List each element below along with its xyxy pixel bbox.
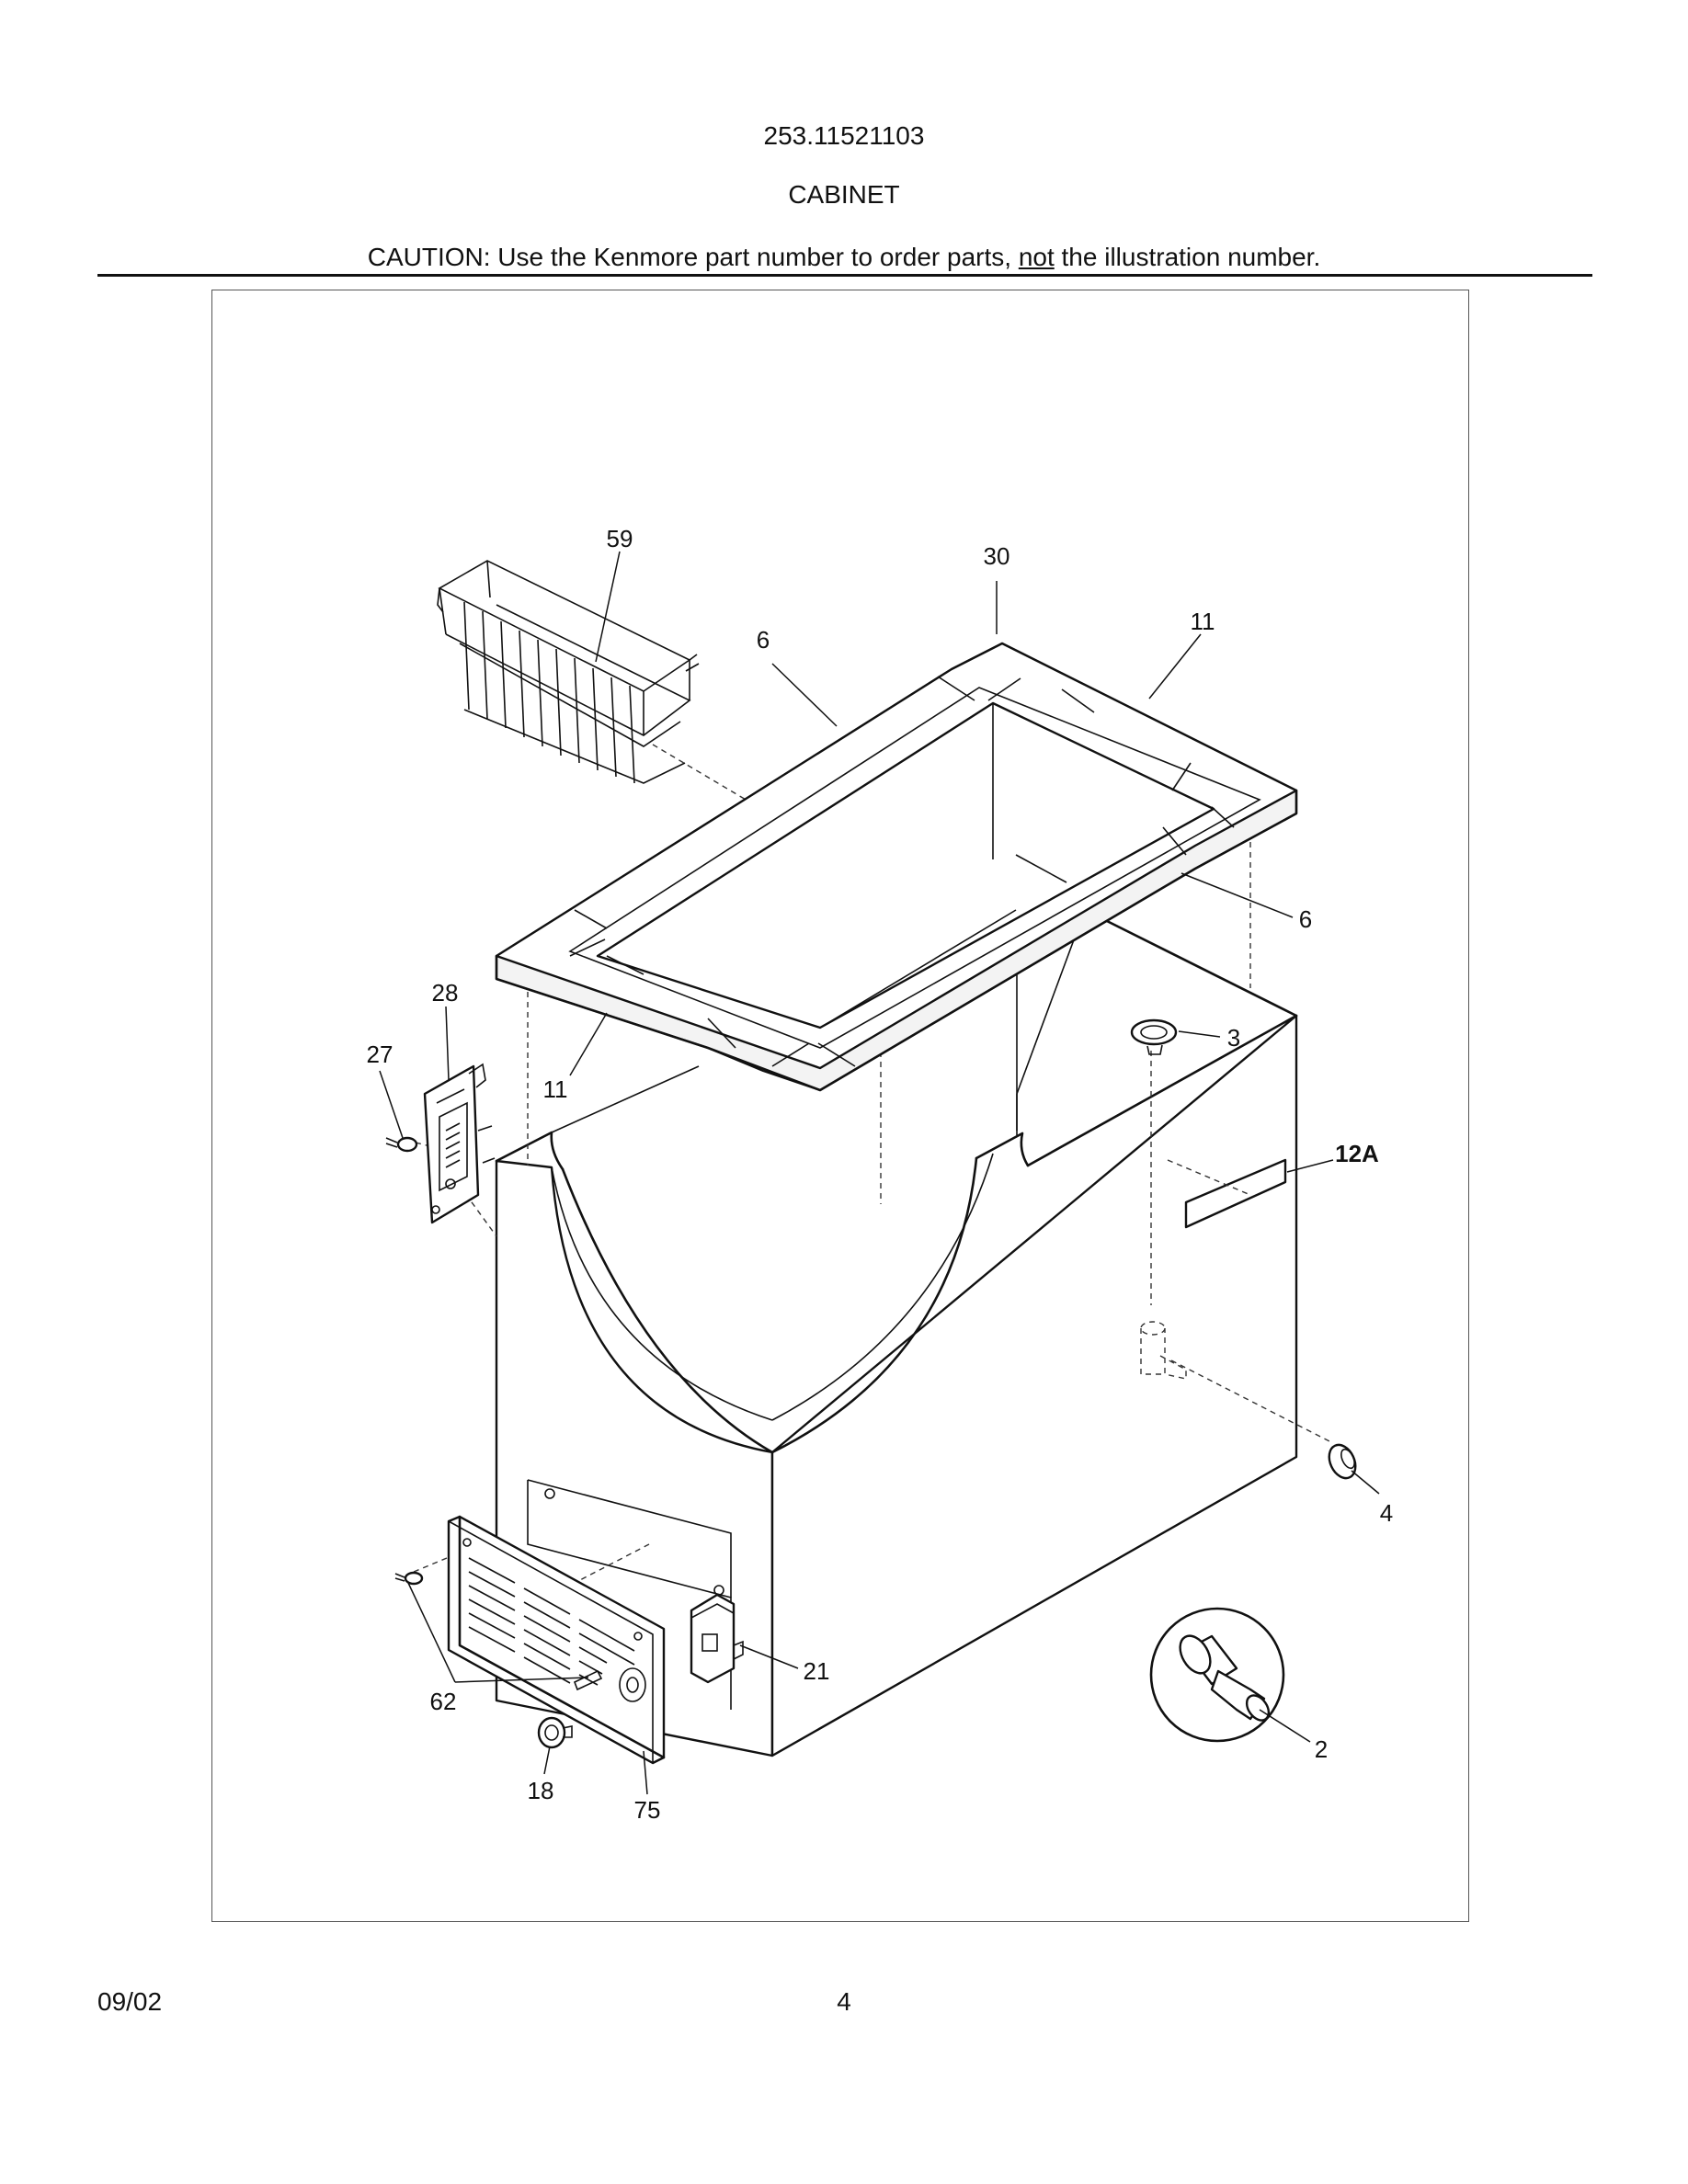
callout-knob: 18 [528, 1777, 554, 1804]
callout-liner-left-top: 6 [757, 626, 770, 654]
caution-notice: CAUTION: Use the Kenmore part number to … [0, 243, 1688, 272]
callout-grille: 75 [634, 1796, 661, 1824]
thermostat-control [690, 1593, 744, 1684]
drain-plug-side [1328, 1443, 1357, 1480]
callout-label: 12A [1335, 1140, 1379, 1167]
control-knob [537, 1716, 573, 1749]
model-number: 253.11521103 [763, 121, 925, 150]
callout-basket: 59 [607, 525, 633, 552]
callout-plug-side: 4 [1380, 1499, 1393, 1527]
wire-basket [437, 560, 700, 784]
hinge-assembly [423, 1063, 496, 1224]
caution-emphasis: not [1018, 243, 1055, 271]
grille-screw [394, 1571, 424, 1586]
drain-plug-top [1130, 1018, 1178, 1055]
caution-suffix: the illustration number. [1061, 243, 1321, 271]
hinge-screw [385, 1136, 418, 1153]
callout-plug-top: 3 [1227, 1024, 1240, 1052]
callout-drain-fitting: 2 [1315, 1735, 1328, 1763]
callout-corner-top: 30 [984, 542, 1010, 570]
callout-liner-left-front: 11 [543, 1075, 568, 1103]
drain-fitting-detail [1149, 1607, 1285, 1743]
callout-hinge-screw: 27 [367, 1041, 393, 1068]
leader-lines [379, 551, 1380, 1795]
caution-prefix: CAUTION: Use the Kenmore part number to … [367, 243, 1012, 271]
callout-thermostat: 21 [804, 1657, 830, 1685]
revision-date: 09/02 [97, 1987, 163, 2016]
callout-liner-right-top: 11 [1191, 608, 1215, 635]
callout-hinge: 28 [432, 979, 459, 1007]
callout-liner-right-front: 6 [1299, 905, 1312, 933]
liner-frame [495, 642, 1298, 1092]
header-rule [97, 274, 1592, 277]
section-title: CABINET [788, 180, 900, 209]
diagram-frame [211, 290, 1469, 1922]
callout-grille-screws: 62 [430, 1688, 457, 1715]
drain-tube-hidden [1140, 1321, 1187, 1380]
front-grille [447, 1515, 666, 1765]
page-number: 4 [837, 1987, 851, 2016]
callout-labels: 59 30 6 11 6 11 28 27 3 12A 4 2 21 62 18… [367, 525, 1394, 1824]
